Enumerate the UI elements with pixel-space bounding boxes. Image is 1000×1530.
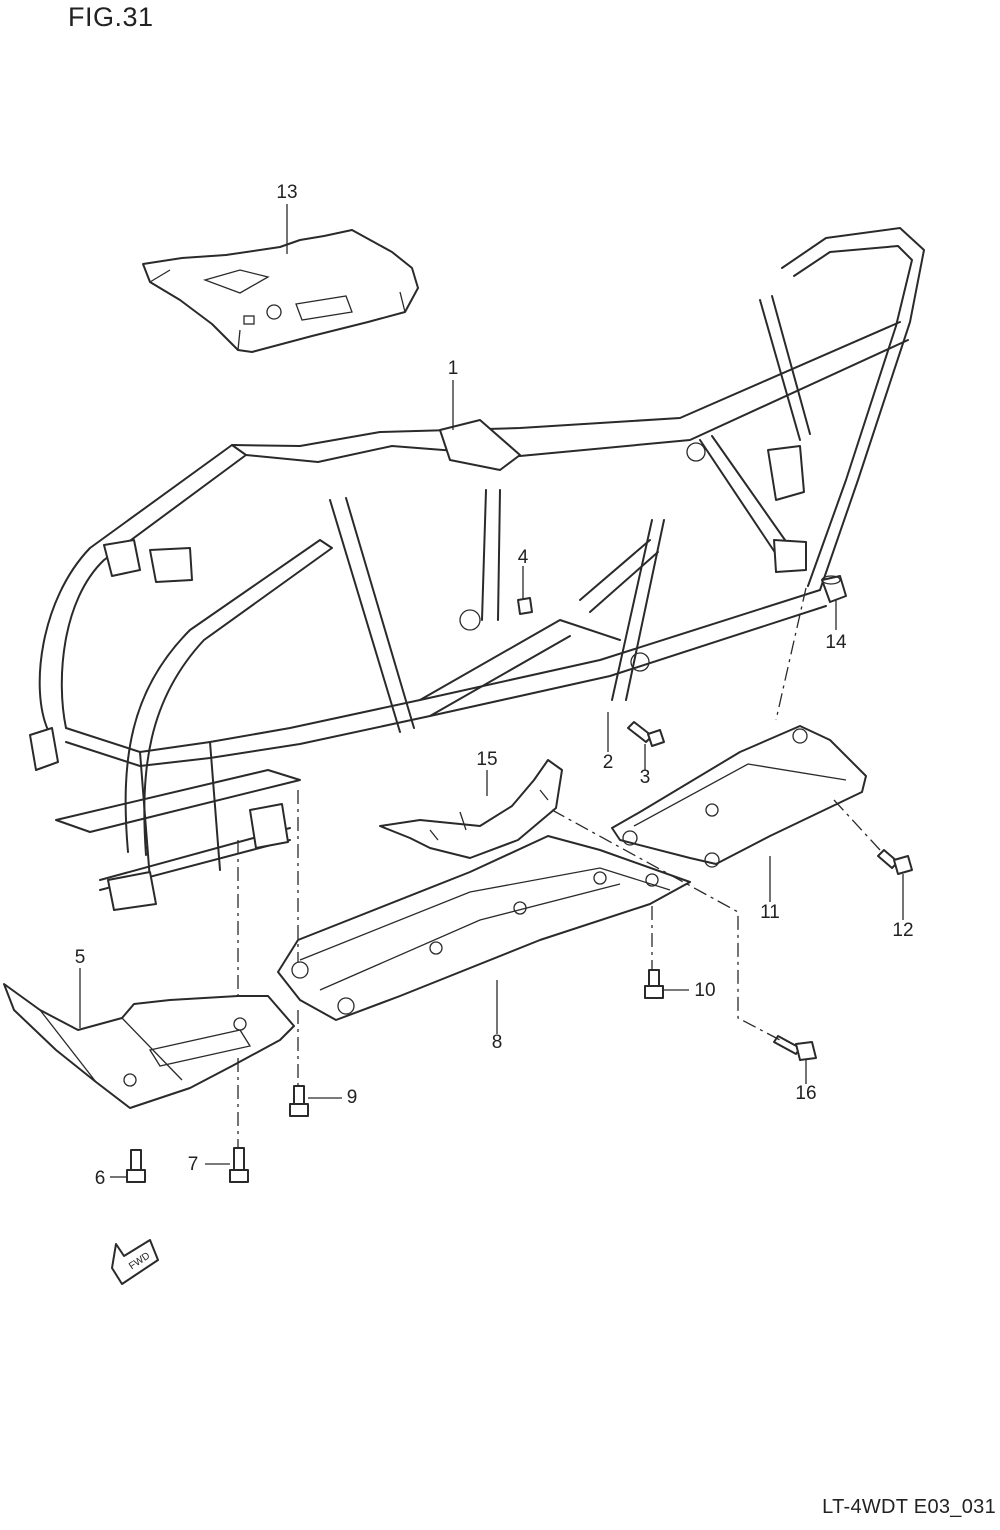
part-15-guard bbox=[379, 759, 563, 859]
part-4-nut bbox=[517, 597, 533, 615]
fwd-arrow-icon: FWD bbox=[111, 1239, 159, 1285]
callout-8: 8 bbox=[491, 1032, 503, 1053]
callout-1: 1 bbox=[447, 358, 459, 379]
callout-13: 13 bbox=[276, 182, 298, 203]
callout-2: 2 bbox=[602, 752, 614, 773]
part-7-bolt bbox=[229, 1147, 249, 1183]
callout-9: 9 bbox=[346, 1087, 358, 1108]
callout-15: 15 bbox=[476, 749, 498, 770]
part-12-bolt bbox=[877, 849, 913, 875]
callout-14: 14 bbox=[825, 632, 847, 653]
part-1-frame bbox=[29, 227, 925, 911]
callout-16: 16 bbox=[795, 1083, 817, 1104]
callout-4: 4 bbox=[517, 547, 529, 568]
leader-lines bbox=[79, 204, 904, 1178]
part-16-bolt bbox=[773, 1035, 817, 1061]
figure-code: LT-4WDT E03_031 bbox=[822, 1496, 996, 1518]
part-13-cover bbox=[142, 229, 419, 353]
callout-5: 5 bbox=[74, 947, 86, 968]
part-14-bush bbox=[821, 575, 847, 603]
part-8-skid-plate bbox=[277, 835, 691, 1021]
part-10-bolt bbox=[644, 969, 664, 999]
figure-title: FIG.31 bbox=[68, 2, 154, 32]
callout-10: 10 bbox=[694, 980, 716, 1001]
part-5-front-plate bbox=[3, 983, 295, 1109]
callout-6: 6 bbox=[94, 1168, 106, 1189]
part-11-rear-plate bbox=[611, 725, 867, 868]
part-6-bolt bbox=[126, 1149, 146, 1183]
part-9-bolt bbox=[289, 1085, 309, 1117]
callout-7: 7 bbox=[187, 1154, 199, 1175]
callout-11: 11 bbox=[760, 902, 780, 923]
callout-12: 12 bbox=[892, 920, 914, 941]
assembly-lines bbox=[237, 587, 881, 1148]
part-3-bolt bbox=[627, 721, 665, 747]
callout-3: 3 bbox=[639, 767, 651, 788]
